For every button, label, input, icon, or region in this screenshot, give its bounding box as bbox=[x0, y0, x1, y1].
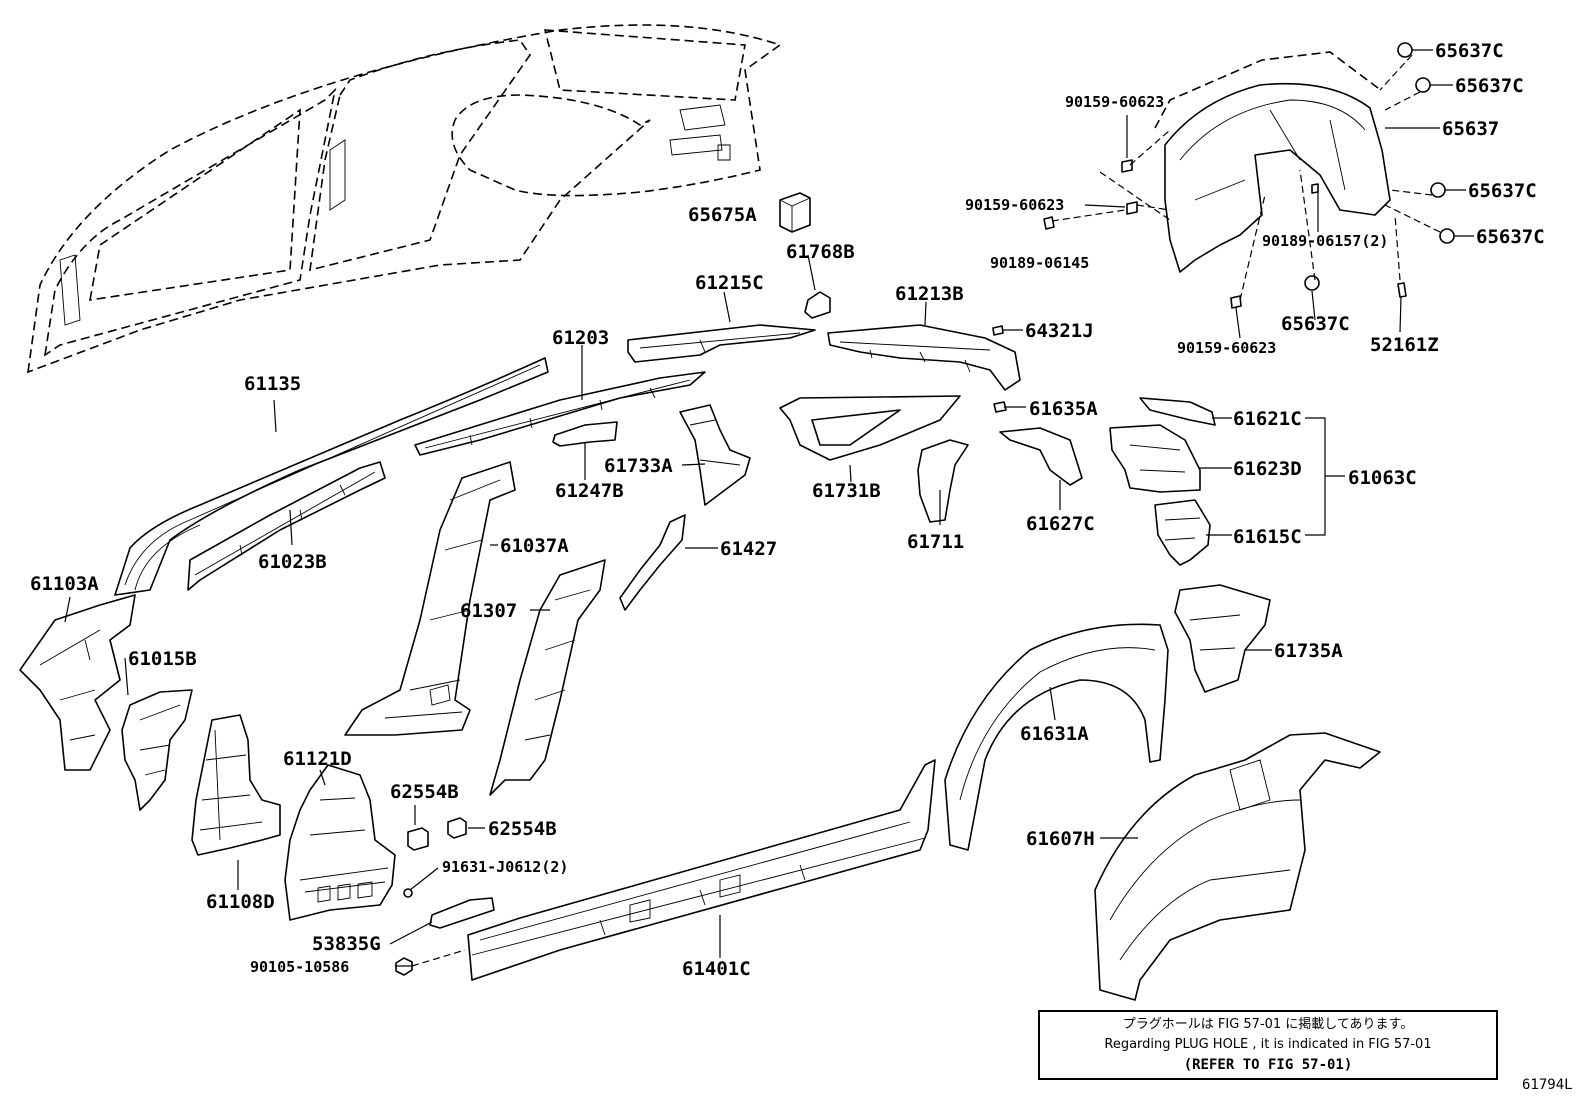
part-61607H-wheelhouse bbox=[1094, 732, 1381, 1001]
figure-id: 61794L bbox=[1522, 1077, 1573, 1093]
part-61627C-bracket bbox=[999, 427, 1083, 486]
label-61103A: 61103A bbox=[30, 573, 99, 595]
label-65675A: 65675A bbox=[688, 204, 757, 226]
note-refer: (REFER TO FIG 57-01) bbox=[1183, 1057, 1353, 1073]
part-61635A-clip bbox=[993, 401, 1007, 413]
part-labels: 65637C 65637C 90159-60623 65637 65637C 9… bbox=[30, 40, 1545, 980]
reference-note-box: プラグホールは FIG 57-01 に掲載してあります。 Regarding P… bbox=[1038, 1010, 1498, 1080]
label-61215C: 61215C bbox=[695, 272, 764, 294]
part-65675A-block bbox=[779, 192, 811, 233]
part-61731B-panel bbox=[779, 395, 961, 461]
dashed-leaders bbox=[411, 54, 1441, 967]
label-90159-60623-2: 90159-60623 bbox=[965, 196, 1064, 214]
part-61623D-panel bbox=[1109, 424, 1201, 493]
label-61631A: 61631A bbox=[1020, 723, 1089, 745]
label-61621C: 61621C bbox=[1233, 408, 1302, 430]
part-screws bbox=[1043, 159, 1407, 309]
part-61768B-bracket bbox=[804, 291, 831, 319]
part-61215C-rail bbox=[627, 324, 816, 363]
part-61121D-panel bbox=[284, 764, 396, 921]
label-65637C-2: 65637C bbox=[1455, 75, 1524, 97]
label-90159-60623-1: 90159-60623 bbox=[1065, 93, 1164, 111]
label-61213B: 61213B bbox=[895, 283, 964, 305]
label-61623D: 61623D bbox=[1233, 458, 1302, 480]
label-61037A: 61037A bbox=[500, 535, 569, 557]
label-61135: 61135 bbox=[244, 373, 301, 395]
label-61635A: 61635A bbox=[1029, 398, 1098, 420]
label-65637C-3: 65637C bbox=[1468, 180, 1537, 202]
label-90189-06145: 90189-06145 bbox=[990, 254, 1089, 272]
label-61607H: 61607H bbox=[1026, 828, 1095, 850]
part-53835G-bracket bbox=[429, 897, 495, 929]
label-90159-60623-3: 90159-60623 bbox=[1177, 339, 1276, 357]
part-61213B-rail bbox=[827, 324, 1021, 391]
part-61711-bracket bbox=[917, 439, 969, 523]
label-61427: 61427 bbox=[720, 538, 777, 560]
label-61121D: 61121D bbox=[283, 748, 352, 770]
label-65637C-4: 65637C bbox=[1476, 226, 1545, 248]
part-61735A-panel bbox=[1174, 584, 1271, 693]
part-61427-strip bbox=[619, 514, 686, 611]
label-61615C: 61615C bbox=[1233, 526, 1302, 548]
label-64321J: 64321J bbox=[1025, 320, 1094, 342]
label-65637C-5: 65637C bbox=[1281, 313, 1350, 335]
label-65637C-1: 65637C bbox=[1435, 40, 1504, 62]
part-61037A-pillar bbox=[344, 461, 516, 736]
part-61307-pillar bbox=[489, 559, 606, 796]
label-61401C: 61401C bbox=[682, 958, 751, 980]
label-65637: 65637 bbox=[1442, 118, 1499, 140]
part-61621C-strip bbox=[1139, 397, 1216, 426]
part-61103A-panel bbox=[19, 594, 136, 771]
part-61247B-bracket bbox=[552, 421, 618, 447]
part-61615C-panel bbox=[1154, 499, 1211, 566]
label-90189-06157: 90189-06157(2) bbox=[1262, 232, 1388, 250]
label-90105-10586: 90105-10586 bbox=[250, 958, 349, 976]
part-61135-rail bbox=[114, 357, 549, 596]
part-65637-liner bbox=[1154, 51, 1391, 273]
label-61731B: 61731B bbox=[812, 480, 881, 502]
part-62554B-block-2 bbox=[447, 817, 467, 839]
part-61023B-rail bbox=[187, 461, 386, 591]
label-61768B: 61768B bbox=[786, 241, 855, 263]
part-61015B-panel bbox=[121, 689, 193, 811]
note-japanese: プラグホールは FIG 57-01 に掲載してあります。 bbox=[1122, 1017, 1414, 1032]
part-62554B-block-1 bbox=[407, 827, 429, 851]
label-61307: 61307 bbox=[460, 600, 517, 622]
label-91631-J0612: 91631-J0612(2) bbox=[442, 858, 568, 876]
side-panel-outline bbox=[27, 24, 782, 374]
leader-lines bbox=[64, 49, 1474, 967]
note-english: Regarding PLUG HOLE , it is indicated in… bbox=[1104, 1037, 1432, 1052]
label-53835G: 53835G bbox=[312, 933, 381, 955]
label-61733A: 61733A bbox=[604, 455, 673, 477]
label-61247B: 61247B bbox=[555, 480, 624, 502]
part-61733A-bracket bbox=[679, 404, 751, 506]
part-61401C-rocker bbox=[467, 759, 936, 981]
part-65637C-clips bbox=[1304, 42, 1455, 291]
label-61015B: 61015B bbox=[128, 648, 197, 670]
part-61108D-pillar bbox=[191, 714, 281, 856]
label-61627C: 61627C bbox=[1026, 513, 1095, 535]
part-64321J-clip bbox=[992, 325, 1004, 336]
label-61711: 61711 bbox=[907, 531, 964, 553]
label-61023B: 61023B bbox=[258, 551, 327, 573]
label-61063C: 61063C bbox=[1348, 467, 1417, 489]
label-62554B-2: 62554B bbox=[488, 818, 557, 840]
part-91631-clip bbox=[403, 888, 413, 898]
label-61108D: 61108D bbox=[206, 891, 275, 913]
part-61631A-arch bbox=[944, 623, 1169, 851]
part-61203-rail bbox=[414, 371, 706, 456]
label-52161Z: 52161Z bbox=[1370, 334, 1439, 356]
label-61203: 61203 bbox=[552, 327, 609, 349]
label-61735A: 61735A bbox=[1274, 640, 1343, 662]
label-62554B-1: 62554B bbox=[390, 781, 459, 803]
